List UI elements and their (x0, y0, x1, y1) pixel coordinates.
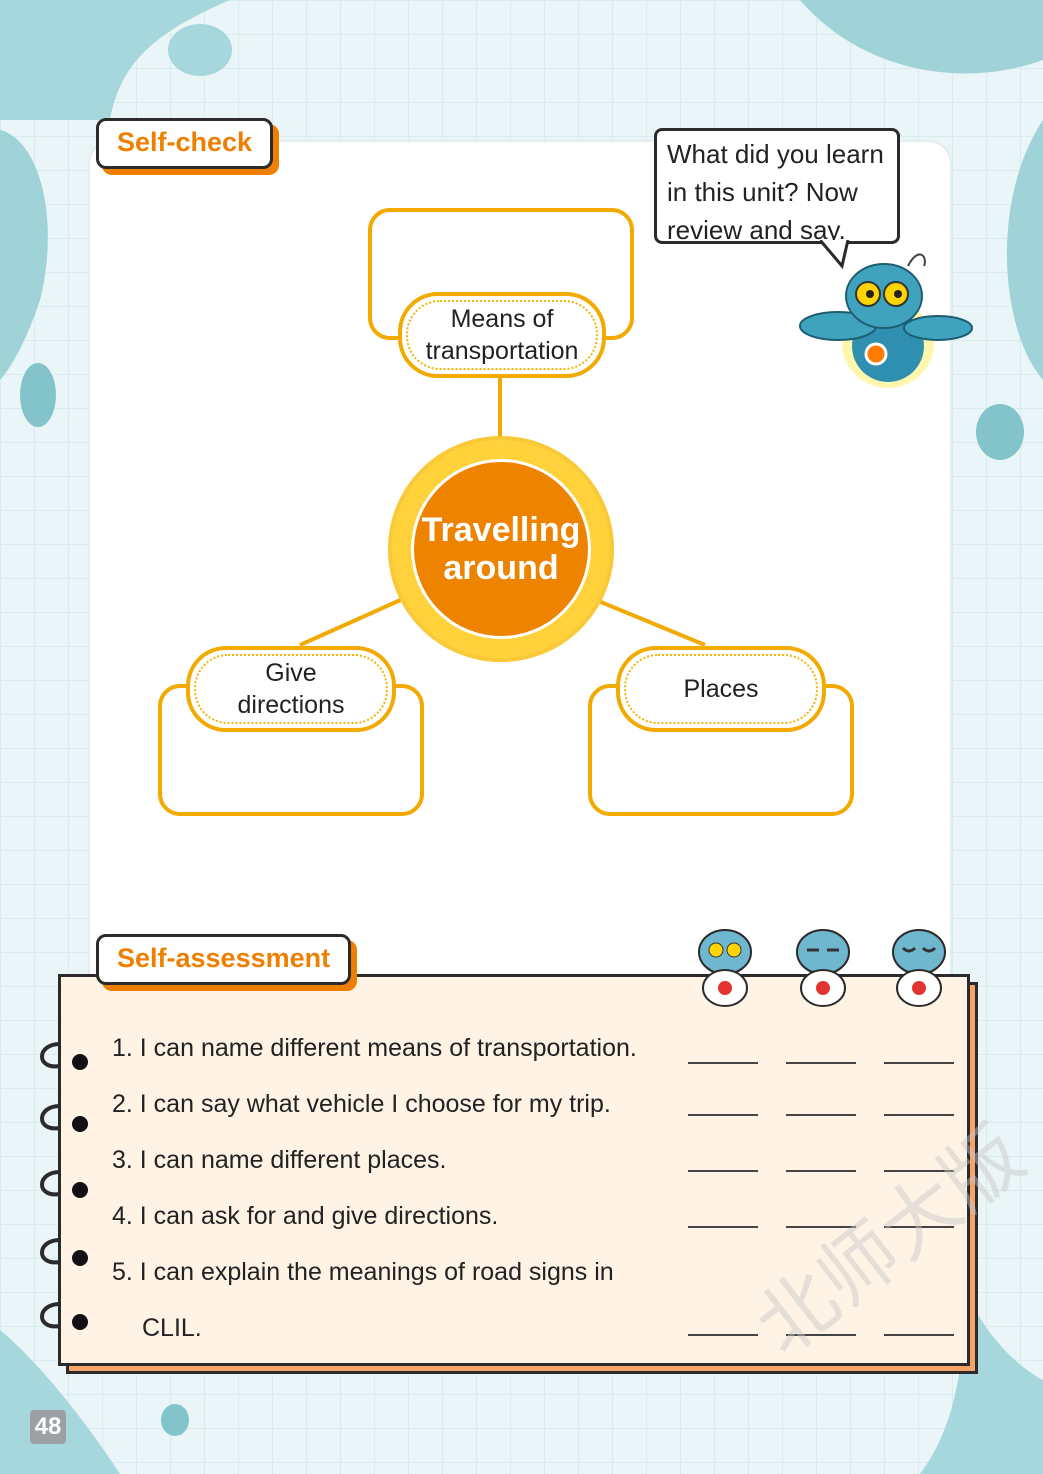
speech-line: in this unit? Now (667, 177, 858, 207)
speech-tail (820, 240, 850, 270)
rating-blank[interactable] (786, 1062, 856, 1064)
rating-blank[interactable] (884, 1226, 954, 1228)
ring-icon (40, 1042, 88, 1070)
center-title-line: around (443, 549, 559, 587)
speech-bubble: What did you learn in this unit? Now rev… (654, 128, 900, 245)
rating-blank[interactable] (786, 1226, 856, 1228)
neutral-face-icon (796, 929, 850, 1007)
assessment-item-5-continued: CLIL. (142, 1314, 202, 1342)
assessment-item-5: 5. I can explain the meanings of road si… (112, 1258, 614, 1286)
branch-label-line: Places (683, 675, 759, 703)
assessment-item-3: 3. I can name different places. (112, 1146, 447, 1174)
ring-icon (40, 1170, 88, 1198)
center-topic: Travelling around (388, 436, 614, 662)
branch-means-of-transportation: Means of transportation (398, 292, 606, 378)
rating-blank[interactable] (688, 1334, 758, 1336)
rating-blank[interactable] (884, 1062, 954, 1064)
ring-icon (40, 1238, 88, 1266)
rating-blank[interactable] (786, 1334, 856, 1336)
rating-faces (698, 929, 946, 1007)
rating-blank[interactable] (688, 1226, 758, 1228)
self-assessment-tag: Self-assessment (96, 934, 352, 985)
notebook-rings (40, 1042, 88, 1330)
rating-blank[interactable] (884, 1170, 954, 1172)
happy-face-icon (698, 929, 752, 1007)
branch-label-line: directions (237, 691, 345, 719)
branch-label-line: transportation (425, 337, 579, 365)
rating-blank[interactable] (884, 1114, 954, 1116)
mind-map-connectors (299, 378, 706, 647)
rating-blank[interactable] (688, 1062, 758, 1064)
assessment-item-4: 4. I can ask for and give directions. (112, 1202, 499, 1230)
page-number: 48 (30, 1410, 66, 1444)
self-check-tag: Self-check (96, 118, 274, 169)
assessment-item-2: 2. I can say what vehicle I choose for m… (112, 1090, 611, 1118)
rating-blank[interactable] (884, 1334, 954, 1336)
robot-mascot-icon (799, 253, 973, 388)
assessment-item-1: 1. I can name different means of transpo… (112, 1034, 637, 1062)
sad-face-icon (892, 929, 946, 1007)
rating-blank[interactable] (786, 1170, 856, 1172)
center-title-line: Travelling (421, 511, 581, 549)
ring-icon (40, 1302, 88, 1330)
ring-icon (40, 1104, 88, 1132)
branch-label-line: Give (265, 659, 317, 687)
rating-blank[interactable] (688, 1114, 758, 1116)
rating-blank[interactable] (688, 1170, 758, 1172)
branch-give-directions: Give directions (186, 646, 396, 732)
branch-label-line: Means of (450, 305, 554, 333)
branch-places: Places (616, 646, 826, 732)
speech-line: review and say. (667, 215, 846, 245)
speech-line: What did you learn (667, 139, 884, 169)
rating-blank[interactable] (786, 1114, 856, 1116)
